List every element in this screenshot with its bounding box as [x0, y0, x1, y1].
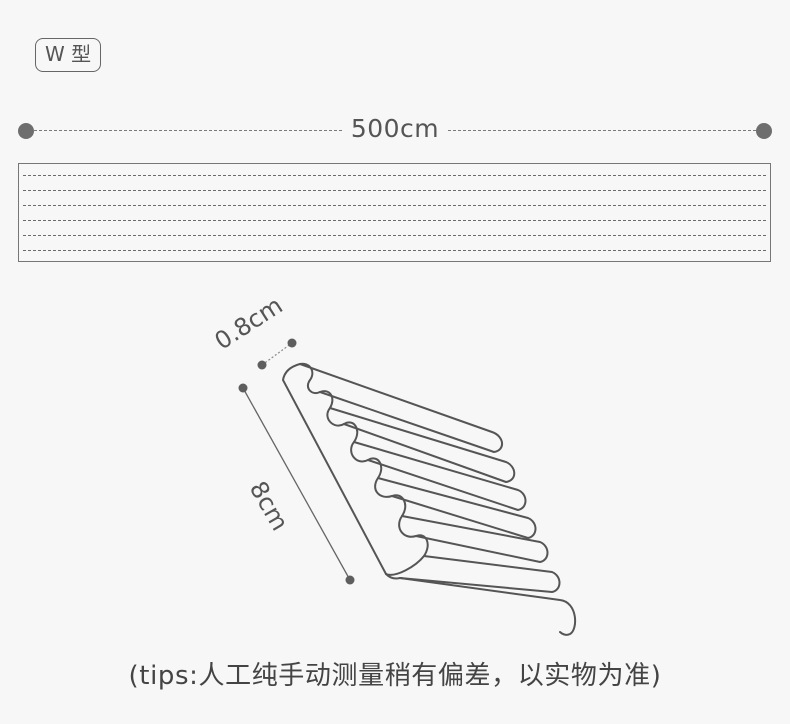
height-dim-endpoint — [238, 383, 248, 393]
strip-dashed-line — [23, 250, 766, 251]
strip-front-view — [18, 163, 771, 262]
dimension-line-right — [448, 130, 756, 131]
w-profile-shape — [282, 362, 577, 636]
strip-dashed-line — [23, 190, 766, 191]
tips-note: (tips:人工纯手动测量稍有偏差，以实物为准) — [128, 661, 662, 691]
thickness-dim-line — [261, 342, 293, 366]
strip-dashed-line — [23, 235, 766, 236]
strip-dashed-line — [23, 175, 766, 176]
height-label: 8cm — [244, 477, 294, 536]
width-label: 500cm — [350, 114, 440, 143]
thickness-dimension: 0.8cm — [210, 291, 297, 370]
thickness-dim-endpoint — [257, 360, 267, 370]
height-dim-endpoint — [345, 575, 355, 585]
width-dimension: 500cm — [0, 110, 790, 150]
strip-dashed-line — [23, 205, 766, 206]
dimension-endpoint-right — [756, 123, 772, 139]
type-badge: W 型 — [35, 38, 102, 72]
thickness-dim-endpoint — [287, 338, 297, 348]
dimension-line-left — [34, 130, 342, 131]
height-dim-line — [242, 387, 351, 581]
strip-dashed-line — [23, 220, 766, 221]
dimension-endpoint-left — [18, 123, 34, 139]
thickness-label: 0.8cm — [210, 291, 288, 355]
